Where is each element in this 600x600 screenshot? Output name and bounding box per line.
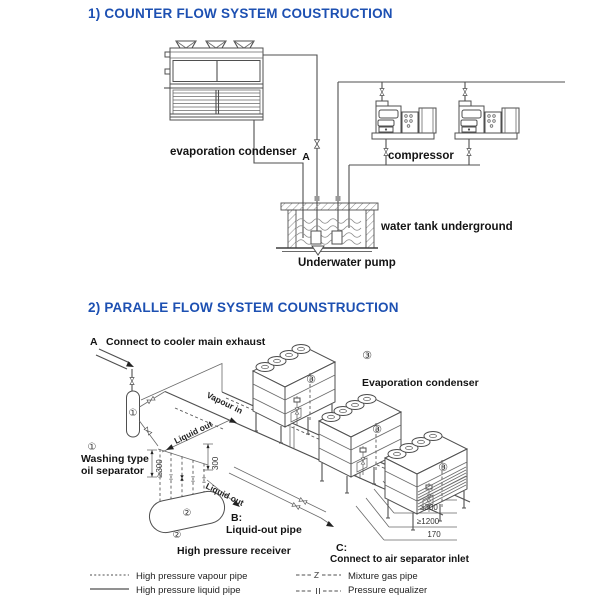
label-liquid-out: Liquid out <box>172 419 213 446</box>
submersible-pump <box>331 230 343 245</box>
fan-icon <box>175 40 197 49</box>
label-point-c-text: Connect to air separator inlet <box>330 554 470 565</box>
legend-label-vapour-pipe: High pressure vapour pipe <box>136 571 247 582</box>
flow-arrow-icon <box>229 417 239 426</box>
water-tank-drawing <box>276 202 379 256</box>
legend-label-pressure-equalizer: Pressure equalizer <box>348 585 427 596</box>
dim-170: 170 <box>427 530 441 539</box>
valve-icon <box>462 88 468 96</box>
legend-sample-pressure-equalizer <box>296 588 341 594</box>
receiver-number: ② <box>183 508 192 519</box>
valve-icon <box>298 497 308 505</box>
valve-icon <box>202 477 206 483</box>
legend: High pressure vapour pipe High pressure … <box>90 571 427 596</box>
legend-label-mixture-pipe: Mixture gas pipe <box>348 571 418 582</box>
dim-300: 300 <box>211 456 220 470</box>
liquid-manifold-drawing <box>157 419 231 501</box>
fan-icon <box>205 40 227 49</box>
dim-ge1200: ≥1200 <box>417 517 440 526</box>
diagram1: 1) COUNTER FLOW SYSTEM COUSTRUCTION <box>88 6 565 269</box>
dim-ge300-left: ≥300 <box>155 459 164 477</box>
valve-icon <box>291 502 301 510</box>
label-receiver: High pressure receiver <box>177 545 291 557</box>
receiver-number-label: ② <box>173 530 182 541</box>
label-evaporation-condenser: evaporation condenser <box>170 146 297 158</box>
label-point-c: C: <box>336 542 347 554</box>
inlet-a-drawing <box>95 348 136 391</box>
pipe-fitting <box>314 196 320 201</box>
diagram2: 2) PARALLE FLOW SYSTEM COUNSTRUCTION <box>81 300 479 565</box>
evaporation-condenser-drawing <box>164 40 264 121</box>
label-point-a-text: Connect to cooler main exhaust <box>106 336 266 348</box>
label-evaporation-condenser-2: Evaporation condenser <box>362 377 479 389</box>
condenser-number: ③ <box>306 374 316 386</box>
louver-stripes <box>417 466 467 511</box>
pipe-c-drawing <box>228 466 336 530</box>
condenser-unit-drawing <box>385 432 467 531</box>
valve-icon <box>146 396 156 404</box>
flow-arrow-icon <box>126 361 136 370</box>
label-point-a: A <box>90 336 98 348</box>
condenser-number: ③ <box>372 424 382 436</box>
label-underwater-pump: Underwater pump <box>298 257 396 269</box>
pump-outlet-icon <box>311 245 325 256</box>
separator-number-label: ① <box>88 442 97 453</box>
liquid-out-b-drawing <box>206 479 242 510</box>
diagram2-title: 2) PARALLE FLOW SYSTEM COUNSTRUCTION <box>88 300 399 315</box>
label-separator-2: oil separator <box>81 465 144 477</box>
pipe-fitting <box>335 196 341 201</box>
valve-icon <box>466 148 472 156</box>
condenser-number-label: ③ <box>362 350 372 362</box>
legend-label-liquid-pipe: High pressure liquid pipe <box>136 585 241 596</box>
pipework-1 <box>253 54 565 238</box>
label-compressor: compressor <box>388 150 454 162</box>
label-point-b-text: Liquid-out pipe <box>226 524 302 536</box>
water-waves <box>296 218 362 245</box>
submersible-pump <box>310 230 322 245</box>
receiver-drawing <box>148 490 226 534</box>
oil-separator-drawing <box>126 362 223 447</box>
label-water-tank: water tank underground <box>380 221 513 233</box>
compressor-unit <box>454 100 520 140</box>
legend-sample-mixture-pipe <box>296 572 341 578</box>
separator-number: ① <box>129 408 138 419</box>
valve-icon <box>169 474 173 480</box>
valve-icon <box>129 377 135 385</box>
label-point-b: B: <box>231 512 242 524</box>
dim-ge300-right: ≥300 <box>420 503 438 512</box>
compressor-unit <box>371 100 437 140</box>
valve-icon <box>191 476 195 482</box>
label-valve-a: A <box>302 151 310 163</box>
valve-icon <box>180 475 184 481</box>
diagram1-title: 1) COUNTER FLOW SYSTEM COUSTRUCTION <box>88 6 393 21</box>
label-separator-1: Washing type <box>81 453 149 465</box>
valve-icon <box>143 426 153 436</box>
valve-icon <box>379 88 385 96</box>
fan-icon <box>233 40 255 49</box>
condenser-number: ③ <box>438 462 448 474</box>
valve-icon <box>314 139 320 149</box>
